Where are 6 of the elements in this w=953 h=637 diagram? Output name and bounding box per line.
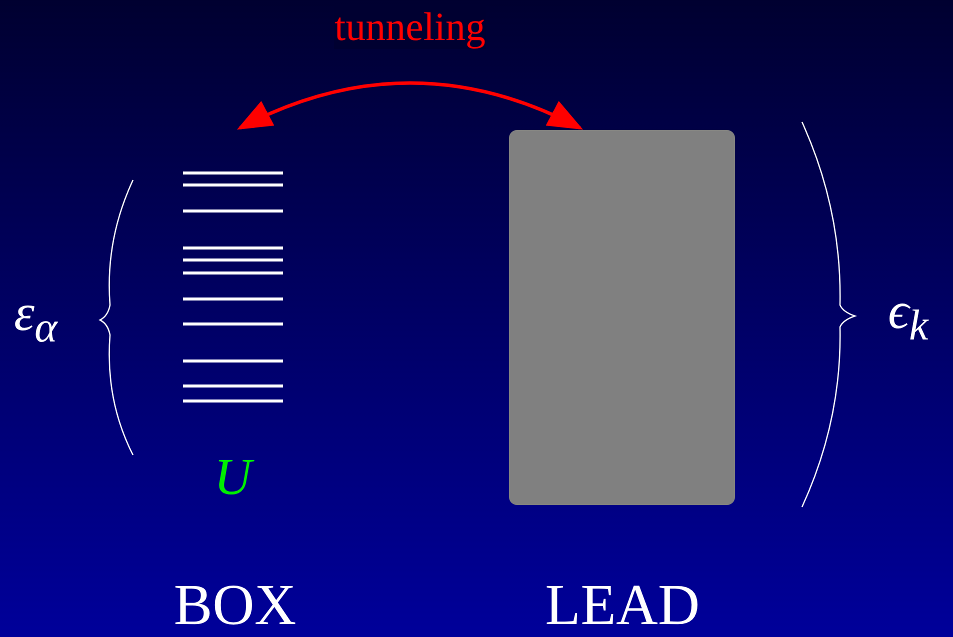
interaction-symbol: U (214, 450, 252, 506)
energy-symbol: ϵ$_{k}$ (888, 284, 928, 352)
arrow (236, 81, 584, 130)
part-label: BOX (172, 575, 298, 635)
part-label: LEAD (544, 575, 701, 635)
energy-symbol: ε$_{α}$ (14, 286, 58, 354)
